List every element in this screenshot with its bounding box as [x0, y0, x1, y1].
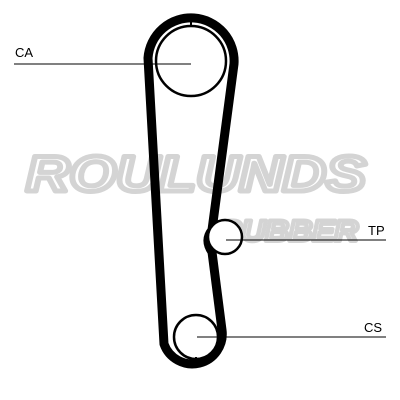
tensioner-pulley [206, 218, 244, 256]
camshaft-label: CA [15, 45, 34, 60]
tensioner-label: TP [368, 223, 385, 238]
brand-watermark: ROULUNDS RUBBER [24, 144, 369, 251]
watermark-line-1: ROULUNDS [26, 146, 366, 202]
camshaft-pulley [154, 17, 228, 98]
crankshaft-label: CS [364, 320, 383, 335]
